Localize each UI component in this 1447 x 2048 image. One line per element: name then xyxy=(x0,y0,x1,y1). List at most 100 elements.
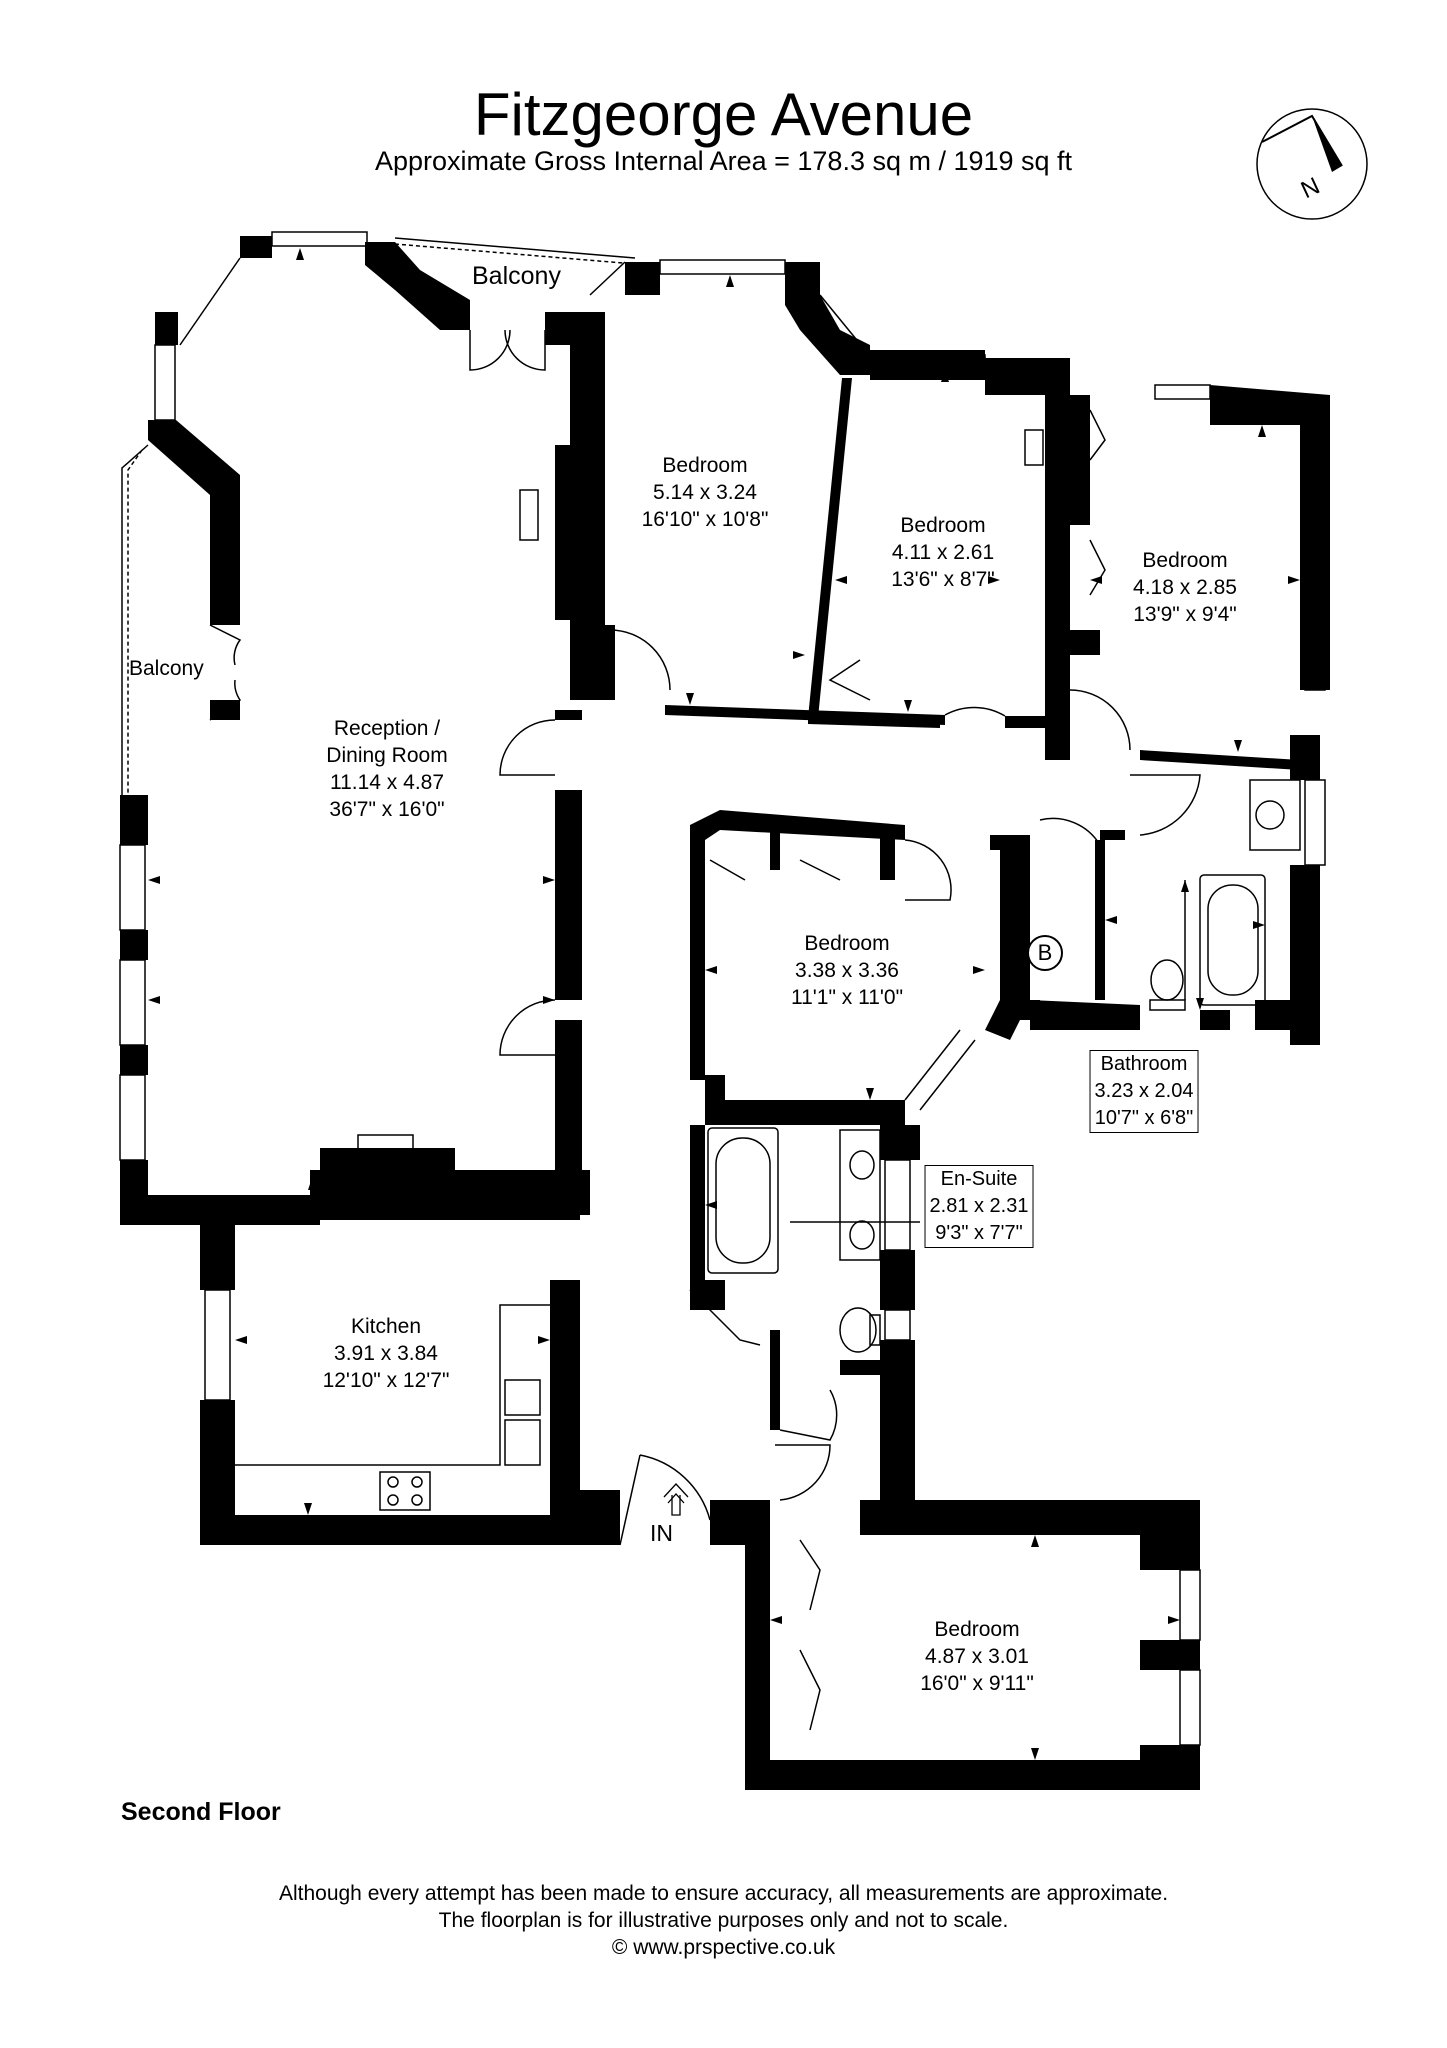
wall xyxy=(120,1045,148,1075)
wall xyxy=(880,1125,920,1160)
room-label-bedroom-3: Bedroom 4.18 x 2.85 13'9" x 9'4" xyxy=(1133,549,1237,626)
window xyxy=(919,1039,976,1111)
window xyxy=(1304,779,1326,866)
toilet xyxy=(1150,959,1184,1001)
plan-subtitle: Approximate Gross Internal Area = 178.3 … xyxy=(374,146,1073,176)
wall xyxy=(1200,1010,1230,1030)
wall xyxy=(1140,750,1300,770)
wall xyxy=(745,1545,770,1790)
door xyxy=(944,706,1006,717)
window xyxy=(819,294,866,351)
window xyxy=(119,1074,146,1161)
wall xyxy=(785,262,870,375)
wall xyxy=(1140,1640,1200,1670)
disclaimer: Although every attempt has been made to … xyxy=(0,1880,1447,1961)
wall xyxy=(555,710,582,720)
vanity xyxy=(839,1129,881,1261)
bath xyxy=(1199,874,1266,1006)
balcony-outline xyxy=(394,237,636,259)
wall xyxy=(1140,1500,1200,1570)
wall xyxy=(320,1148,580,1220)
toilet xyxy=(869,1314,881,1346)
door xyxy=(799,859,841,881)
window xyxy=(204,1289,231,1401)
wall xyxy=(555,1020,582,1210)
wall xyxy=(1070,630,1100,655)
window xyxy=(1304,619,1326,691)
boiler-marker: B xyxy=(1027,935,1063,971)
door xyxy=(1089,539,1106,596)
balcony-outline xyxy=(121,444,149,795)
wall xyxy=(770,825,780,870)
entrance-label: IN xyxy=(650,1520,673,1546)
room-label-ensuite: En-Suite 2.81 x 2.31 9'3" x 7'7" xyxy=(924,1165,1034,1248)
wall xyxy=(148,420,240,625)
wall xyxy=(1045,395,1090,760)
wall xyxy=(880,1400,915,1500)
wall xyxy=(200,1400,235,1515)
wall xyxy=(550,1280,580,1520)
entrance-arrow-icon xyxy=(663,1483,689,1516)
plan-title: Fitzgeorge Avenue xyxy=(473,81,974,148)
wall xyxy=(200,1195,235,1290)
wall xyxy=(625,262,660,295)
wall xyxy=(1100,830,1125,840)
basin xyxy=(1255,800,1285,830)
window xyxy=(119,844,146,931)
balcony-label: Balcony xyxy=(472,262,561,290)
window xyxy=(904,1029,961,1101)
balcony-outline xyxy=(394,243,636,265)
room-label-bedroom-1: Bedroom 5.14 x 3.24 16'10" x 10'8" xyxy=(641,454,769,531)
wall xyxy=(880,835,895,880)
room-label-kitchen: Kitchen 3.91 x 3.84 12'10" x 12'7" xyxy=(322,1315,450,1392)
wall xyxy=(985,358,1070,395)
wall xyxy=(365,242,470,330)
door xyxy=(904,839,952,901)
window xyxy=(884,1159,911,1251)
room-label-bathroom: Bathroom 3.23 x 2.04 10'7" x 6'8" xyxy=(1089,1050,1199,1133)
window xyxy=(659,259,786,275)
wall xyxy=(1255,1000,1300,1030)
wall xyxy=(1005,716,1045,728)
door xyxy=(639,1454,711,1521)
wall xyxy=(120,930,148,960)
wall xyxy=(880,1250,915,1310)
wall xyxy=(690,1280,725,1310)
door xyxy=(209,679,242,721)
wall xyxy=(200,1515,620,1545)
door xyxy=(799,1649,821,1731)
window xyxy=(884,1309,911,1341)
wall xyxy=(580,1490,620,1545)
door xyxy=(209,624,242,666)
toilet xyxy=(1149,999,1186,1011)
window xyxy=(1179,1569,1201,1641)
bath xyxy=(707,1127,779,1274)
door xyxy=(609,629,671,691)
wall xyxy=(570,312,605,700)
door xyxy=(709,859,746,881)
door xyxy=(1069,689,1131,751)
door xyxy=(499,719,556,776)
bath xyxy=(1207,884,1259,996)
door xyxy=(779,1389,838,1441)
wall xyxy=(555,1170,590,1215)
balcony-label: Balcony xyxy=(129,657,204,680)
room-label-bedroom-5: Bedroom 4.87 x 3.01 16'0" x 9'11" xyxy=(920,1618,1034,1695)
door xyxy=(499,999,556,1056)
wall xyxy=(240,236,272,258)
wall xyxy=(705,1075,905,1145)
wall xyxy=(860,1500,1200,1535)
fireplace xyxy=(1024,429,1044,466)
north-arrow-icon: N xyxy=(1252,104,1372,224)
window xyxy=(1154,384,1211,400)
sink xyxy=(504,1379,541,1416)
wall xyxy=(1095,840,1105,1000)
wall xyxy=(1140,1745,1200,1790)
basin xyxy=(849,1220,875,1250)
wall xyxy=(605,625,615,700)
bath xyxy=(715,1137,771,1264)
kitchen-counter xyxy=(235,1304,550,1466)
wall xyxy=(840,1360,880,1375)
wall xyxy=(120,1160,320,1225)
